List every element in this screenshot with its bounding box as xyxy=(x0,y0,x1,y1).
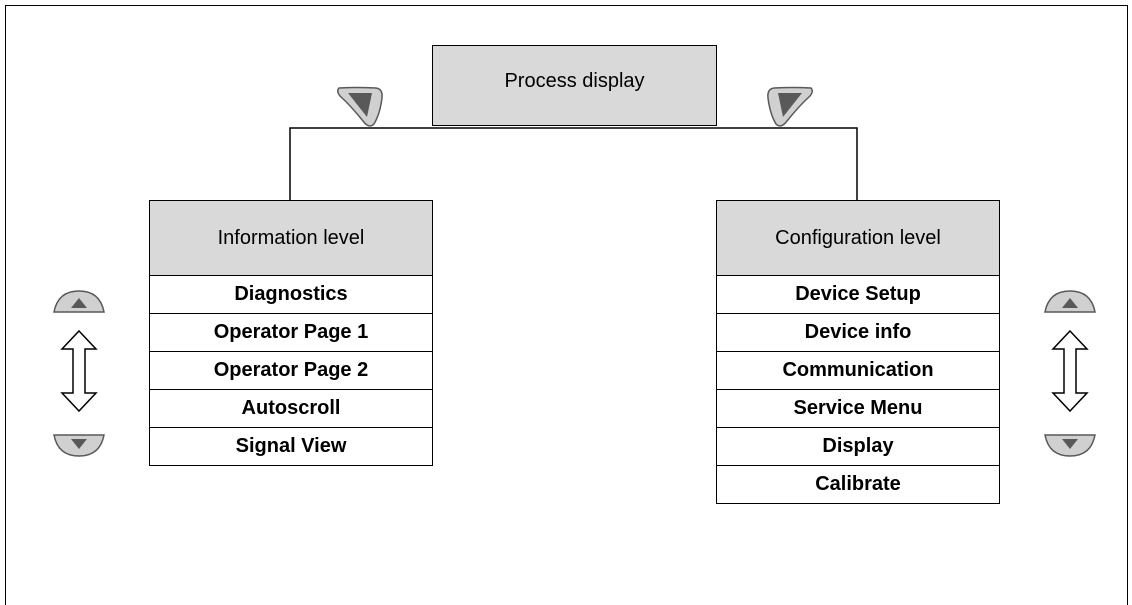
up-down-double-arrow-icon xyxy=(60,329,98,413)
info-item-operator-page-2[interactable]: Operator Page 2 xyxy=(149,352,433,390)
information-level-menu: Information level Diagnostics Operator P… xyxy=(149,200,433,466)
up-arrow-key-icon xyxy=(1044,290,1096,313)
information-level-header: Information level xyxy=(149,200,433,276)
info-item-autoscroll[interactable]: Autoscroll xyxy=(149,390,433,428)
info-item-operator-page-1[interactable]: Operator Page 1 xyxy=(149,314,433,352)
down-arrow-key-icon xyxy=(53,434,105,457)
info-item-diagnostics[interactable]: Diagnostics xyxy=(149,276,433,314)
information-level-header-label: Information level xyxy=(217,226,365,249)
process-display-label: Process display xyxy=(504,70,645,92)
down-arrow-key-icon xyxy=(1044,434,1096,457)
up-arrow-key-icon xyxy=(53,290,105,313)
left-arrow-key-icon xyxy=(336,86,383,127)
config-item-device-info[interactable]: Device info xyxy=(716,314,1000,352)
diagram-frame xyxy=(5,5,1128,605)
info-item-signal-view[interactable]: Signal View xyxy=(149,428,433,466)
right-arrow-key-icon xyxy=(767,86,814,127)
configuration-level-menu: Configuration level Device Setup Device … xyxy=(716,200,1000,504)
process-display-box: Process display xyxy=(432,45,717,126)
configuration-level-header: Configuration level xyxy=(716,200,1000,276)
config-item-device-setup[interactable]: Device Setup xyxy=(716,276,1000,314)
config-item-communication[interactable]: Communication xyxy=(716,352,1000,390)
config-item-service-menu[interactable]: Service Menu xyxy=(716,390,1000,428)
config-item-display[interactable]: Display xyxy=(716,428,1000,466)
config-item-calibrate[interactable]: Calibrate xyxy=(716,466,1000,504)
up-down-double-arrow-icon xyxy=(1051,329,1089,413)
configuration-level-header-label: Configuration level xyxy=(775,226,941,249)
